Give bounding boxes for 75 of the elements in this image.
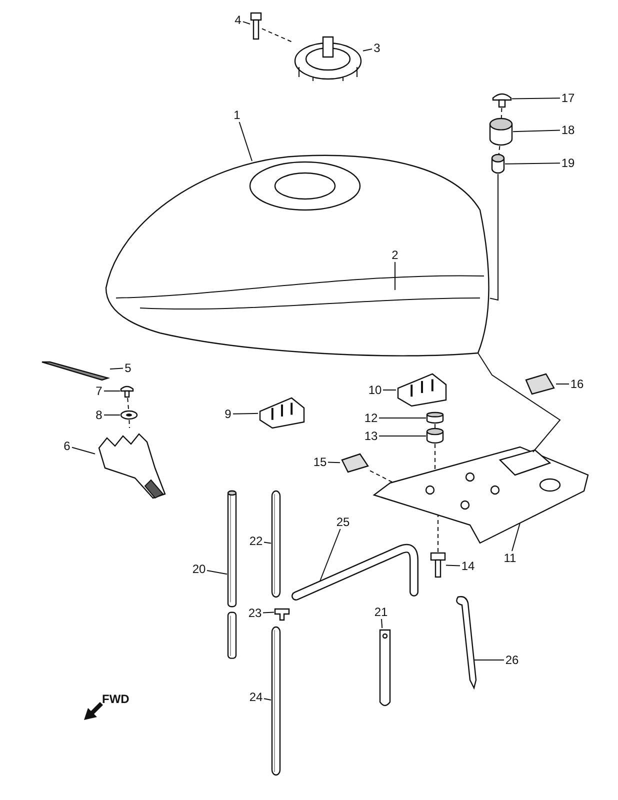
direction-label: FWD <box>102 692 130 706</box>
callout-number: 11 <box>502 551 518 565</box>
callout-number: 15 <box>312 455 328 469</box>
callout-number: 24 <box>248 690 264 704</box>
rubber-strip-drawing <box>40 360 110 382</box>
callout-number: 8 <box>94 408 104 422</box>
callout-number: 18 <box>560 123 576 137</box>
assembly-line <box>434 444 436 470</box>
damper-drawing <box>396 372 448 408</box>
washer-drawing <box>120 410 138 420</box>
leader-line <box>512 98 560 100</box>
callout-number: 9 <box>223 407 233 421</box>
callout-number: 25 <box>335 515 351 529</box>
callout-number: 19 <box>560 156 576 170</box>
callout-number: 7 <box>94 384 104 398</box>
leader-line <box>206 570 228 575</box>
pad-drawing <box>340 452 370 474</box>
callout-number: 6 <box>62 439 72 453</box>
leader-line <box>238 122 252 162</box>
assembly-line <box>500 108 502 118</box>
callout-number: 21 <box>373 605 389 619</box>
grommet-drawing <box>426 412 444 424</box>
bracket-drawing <box>370 445 590 545</box>
leader-line <box>264 542 272 544</box>
hose-drawing <box>271 626 281 776</box>
leader-line <box>72 446 96 454</box>
bolt-drawing <box>250 12 262 40</box>
callout-number: 3 <box>372 41 382 55</box>
callout-number: 20 <box>191 562 207 576</box>
leader-line <box>328 462 340 464</box>
assembly-line <box>370 470 392 482</box>
assembly-line <box>498 146 500 154</box>
leader-line <box>362 48 372 52</box>
callout-number: 17 <box>560 91 576 105</box>
leader-line <box>394 262 396 290</box>
callout-number: 2 <box>390 248 400 262</box>
callout-number: 1 <box>232 108 242 122</box>
leader-line <box>264 698 272 700</box>
leader-line <box>446 564 460 566</box>
callout-number: 12 <box>363 411 379 425</box>
callout-number: 5 <box>123 361 133 375</box>
pad-drawing <box>524 372 556 396</box>
callout-number: 4 <box>233 13 243 27</box>
leader-line <box>104 390 120 392</box>
callout-number: 26 <box>504 653 520 667</box>
screw-drawing <box>120 384 134 398</box>
sleeve-drawing <box>491 154 505 174</box>
assembly-line <box>128 420 130 428</box>
assembly-line <box>127 398 130 410</box>
grommet-drawing <box>489 118 513 146</box>
leader-line <box>490 174 498 301</box>
callout-number: 23 <box>247 606 263 620</box>
leader-line <box>262 612 274 614</box>
hose-drawing <box>271 490 281 598</box>
damper-drawing <box>258 396 306 430</box>
callout-number: 13 <box>363 429 379 443</box>
grommet-drawing <box>426 428 444 444</box>
leader-line <box>110 368 124 370</box>
leader-line <box>512 130 560 132</box>
callout-number: 14 <box>460 559 476 573</box>
leader-line <box>478 352 561 452</box>
leader-line <box>242 21 250 24</box>
leader-line <box>381 618 383 628</box>
callout-number: 22 <box>248 534 264 548</box>
bolt-drawing <box>430 552 446 578</box>
assembly-line <box>434 424 436 428</box>
leader-line <box>232 412 258 414</box>
leader-line <box>320 528 341 582</box>
callout-number: 10 <box>367 383 383 397</box>
leader-line <box>512 522 520 552</box>
assembly-line <box>262 28 294 43</box>
hose-drawing <box>227 490 237 660</box>
leader-line <box>104 414 120 416</box>
callout-number: 16 <box>569 377 585 391</box>
leader-line <box>504 162 560 164</box>
